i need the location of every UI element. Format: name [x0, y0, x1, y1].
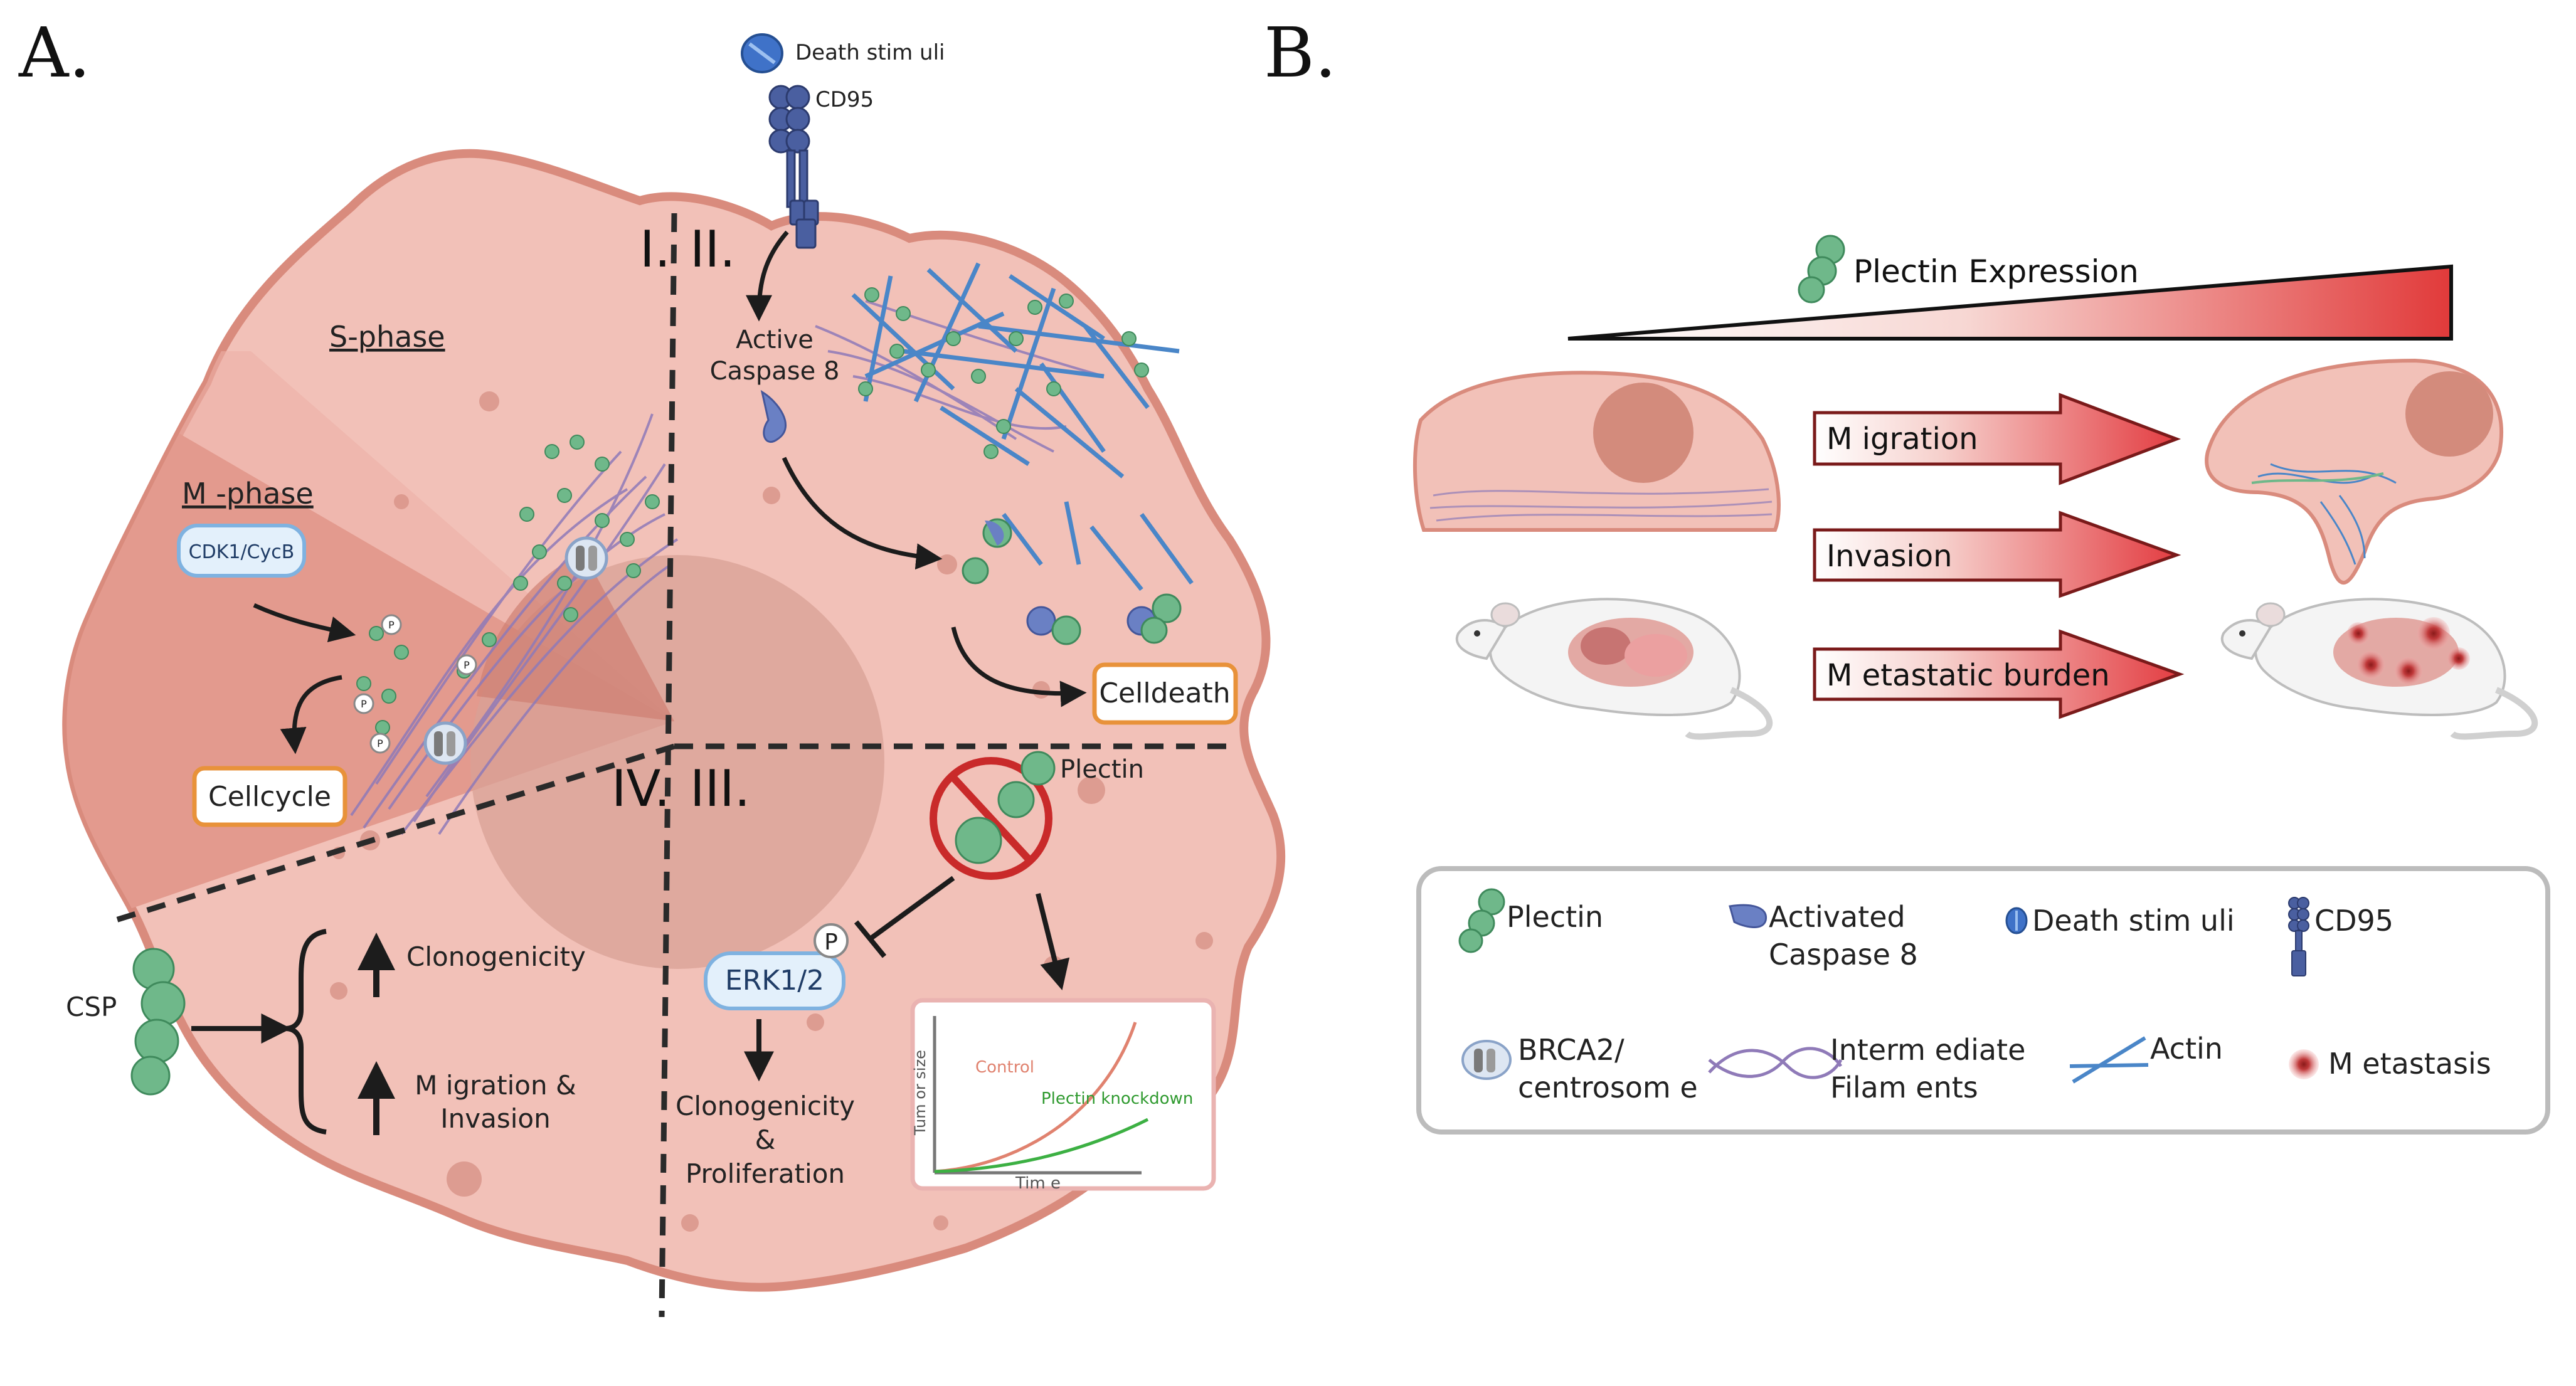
expression-gradient-wedge	[1567, 264, 2453, 341]
legend-death-stimuli-icon	[2005, 907, 2028, 934]
expression-plectin-icon	[1798, 235, 1845, 304]
invasion-arrow: Invasion	[1813, 510, 2181, 598]
csp-plectin-icon	[130, 948, 186, 1096]
quadrant-ii-label: II.	[690, 220, 736, 278]
quadrant-i-label: I.	[640, 220, 671, 278]
vesicles	[330, 391, 1213, 1232]
migration-invasion-line2: Invasion	[440, 1103, 550, 1134]
actin-filaments	[851, 262, 1194, 591]
clonogenicity-label: Clonogenicity	[406, 941, 586, 972]
low-expression-cell	[1413, 371, 1781, 532]
svg-text:P: P	[377, 738, 383, 749]
active-caspase-line1: Active	[736, 325, 814, 354]
plectin-dots	[356, 287, 1149, 735]
legend-death-stimuli-label: Death stim uli	[2032, 904, 2235, 938]
legend-caspase-line2: Caspase 8	[1769, 938, 1918, 971]
svg-text:P: P	[361, 698, 367, 710]
legend-if-line2: Filam ents	[1830, 1071, 1978, 1104]
brca2-centrosomes	[423, 536, 608, 765]
cell-death-label: Celldeath	[1099, 677, 1230, 709]
plectin-inhibited-icon	[930, 751, 1056, 880]
control-label: Control	[975, 1058, 1034, 1077]
legend-cd95-icon	[2288, 897, 2309, 976]
to-cell-cycle-arrow	[280, 675, 342, 754]
legend-plectin-label: Plectin	[1507, 900, 1603, 934]
mouse-low-metastasis	[1455, 598, 1773, 740]
inset-ylabel: Tum or size	[911, 1050, 929, 1136]
panel-b-label: B.	[1264, 13, 1337, 93]
death-stimuli-icon	[741, 33, 783, 73]
legend-caspase-line1: Activated	[1769, 900, 1905, 934]
legend-caspase-icon	[1729, 904, 1767, 928]
erk-phospho-badge	[814, 923, 849, 958]
quadrant-dividers	[109, 213, 1239, 1318]
clonogenicity-prolif-line3: Proliferation	[686, 1158, 845, 1189]
quadrant-iv-label: IV.	[612, 759, 670, 818]
cdk1-cycb-label: CDK1/CycB	[189, 541, 295, 563]
legend-actin-label: Actin	[2150, 1032, 2223, 1066]
cd95-receptor-icon	[768, 85, 819, 249]
legend-if-line1: Interm ediate	[1830, 1033, 2025, 1067]
mouse-high-metastasis	[2220, 598, 2538, 740]
cell-cycle-box	[192, 766, 347, 827]
active-caspase-icon	[760, 389, 787, 443]
plectin-label-q3: Plectin	[1060, 755, 1144, 784]
cd95-label: CD95	[815, 87, 874, 112]
legend-brca2-line2: centrosom e	[1518, 1071, 1698, 1104]
phospho-badges: P P P P	[353, 614, 477, 754]
caspase-to-plectin-arrow	[782, 457, 943, 570]
svg-text:P: P	[824, 929, 838, 955]
cleaved-plectin-group	[962, 518, 1182, 645]
knockdown-label: Plectin knockdown	[1041, 1089, 1193, 1108]
legend-metastasis-icon	[2289, 1049, 2319, 1079]
clonogenicity-prolif-line2: &	[755, 1124, 776, 1155]
m-phase-label: M -phase	[182, 477, 314, 510]
legend-cd95-label: CD95	[2314, 904, 2393, 938]
svg-text:P: P	[388, 619, 395, 631]
legend-actin-icon	[2069, 1036, 2149, 1084]
quadrant-iii-label: III.	[690, 759, 750, 818]
metastatic-burden-arrow: M etastatic burden	[1813, 629, 2185, 719]
invasion-arrow-label: Invasion	[1826, 539, 1953, 574]
legend-brca2-icon	[1461, 1040, 1512, 1080]
migration-arrow-label: M igration	[1826, 421, 1978, 457]
plectin-expression-label: Plectin Expression	[1853, 253, 2139, 290]
legend-intermediate-filament-icon	[1708, 1047, 1843, 1079]
to-cell-death-arrow	[951, 627, 1087, 707]
tumor-size-inset: Control Plectin knockdown Tum or size Ti…	[910, 998, 1216, 1193]
migration-invasion-line1: M igration &	[415, 1070, 576, 1101]
cdk-to-plectin-arrow	[253, 603, 356, 643]
legend-box	[1416, 866, 2550, 1135]
erk-label: ERK1/2	[725, 965, 824, 997]
svg-text:P: P	[464, 659, 470, 671]
cell-cycle-label: Cellcycle	[208, 781, 331, 813]
control-curve	[934, 1022, 1137, 1173]
active-caspase-line2: Caspase 8	[710, 357, 840, 386]
metastatic-burden-arrow-label: M etastatic burden	[1826, 658, 2110, 693]
panel-a-label: A.	[18, 13, 90, 93]
cell-death-box	[1092, 662, 1238, 725]
erk-box	[704, 951, 845, 1010]
death-stimuli-label: Death stim uli	[795, 40, 945, 65]
plectin-inhibits-erk	[870, 876, 955, 940]
legend-plectin-icon	[1458, 888, 1505, 953]
csp-label: CSP	[66, 992, 117, 1022]
csp-brace	[285, 929, 327, 1135]
clonogenicity-prolif-line1: Clonogenicity	[676, 1091, 855, 1121]
legend-brca2-line1: BRCA2/	[1518, 1033, 1625, 1067]
high-expression-cell	[2205, 358, 2503, 585]
knockdown-curve	[934, 1118, 1149, 1173]
legend-metastasis-label: M etastasis	[2328, 1047, 2491, 1081]
s-phase-label: S-phase	[329, 320, 445, 354]
plectin-to-graph-arrow	[1036, 893, 1070, 990]
inset-xlabel: Tim e	[1015, 1174, 1061, 1193]
migration-arrow: M igration	[1813, 393, 2181, 485]
cdk1-cycb-box	[177, 524, 306, 578]
cd95-to-caspase-arrow	[746, 230, 789, 322]
